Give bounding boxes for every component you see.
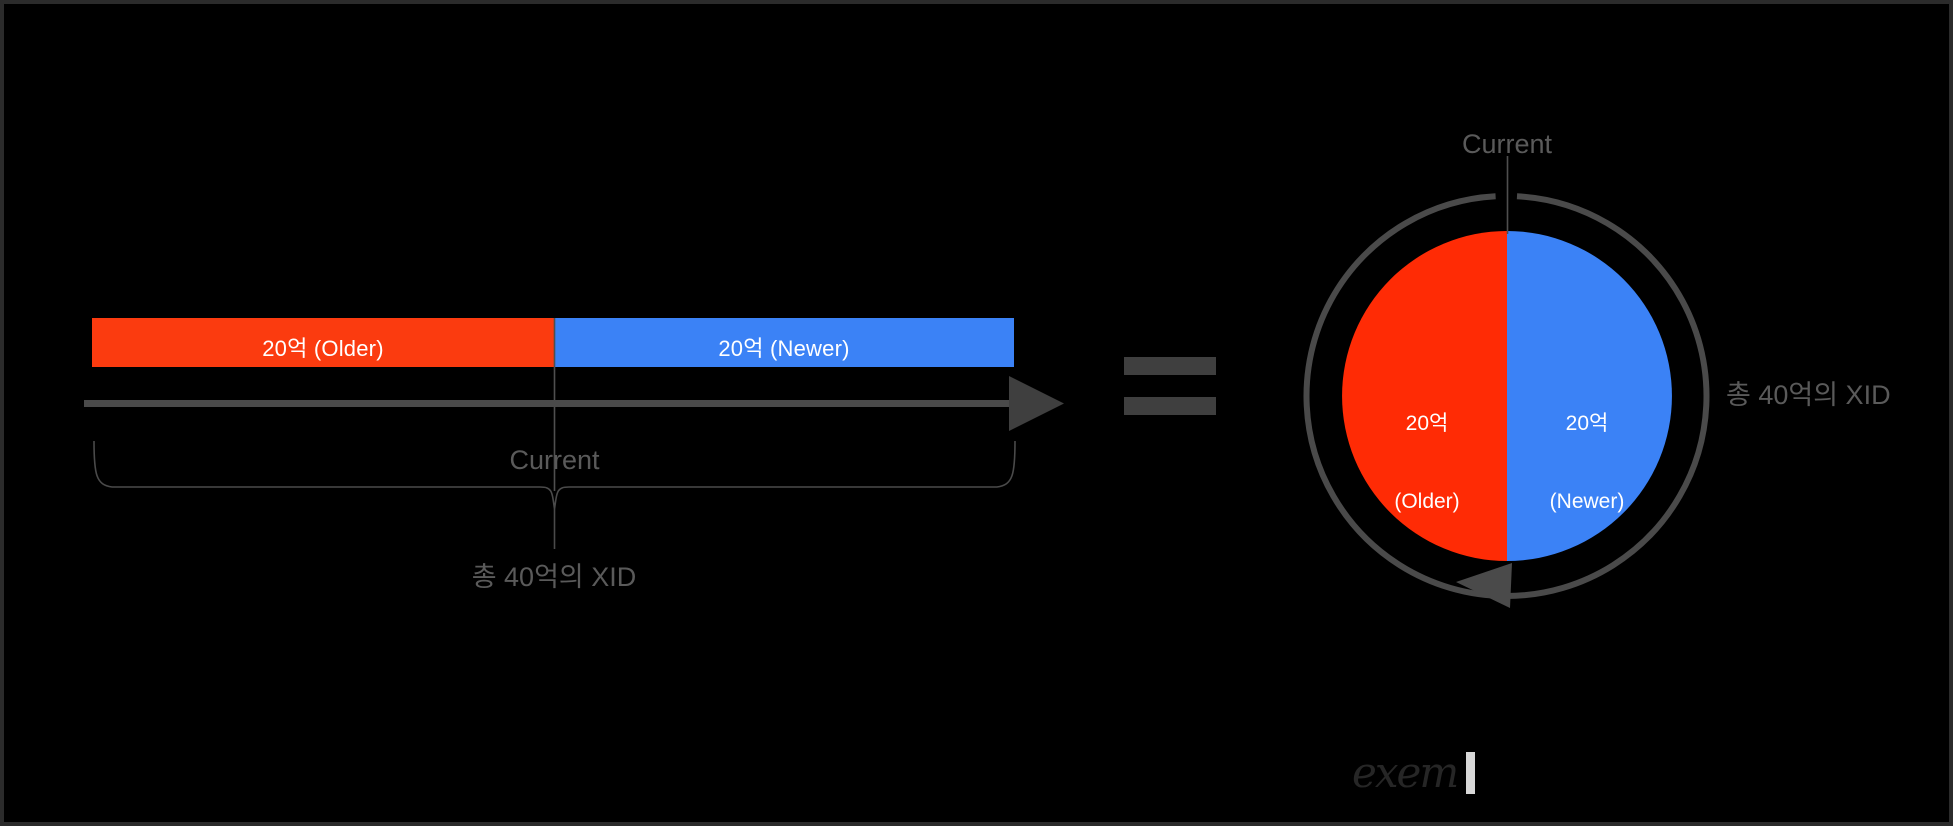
wraparound-slice-older (1342, 231, 1507, 561)
timeline-segment-newer (554, 318, 1014, 367)
exem-logo-bar (1466, 752, 1476, 794)
wraparound-rotation-arrowhead (1456, 563, 1512, 608)
timeline-segment-older (92, 318, 554, 367)
exem-logo-text: exem (1352, 748, 1459, 797)
exem-logo: exem (1352, 748, 1476, 797)
timeline-axis-arrowhead (1009, 376, 1064, 431)
equals-bar-top (1124, 357, 1216, 375)
diagram-vector-layer (84, 156, 1710, 608)
equals-bar-bottom (1124, 397, 1216, 415)
wraparound-slice-newer (1507, 231, 1672, 561)
